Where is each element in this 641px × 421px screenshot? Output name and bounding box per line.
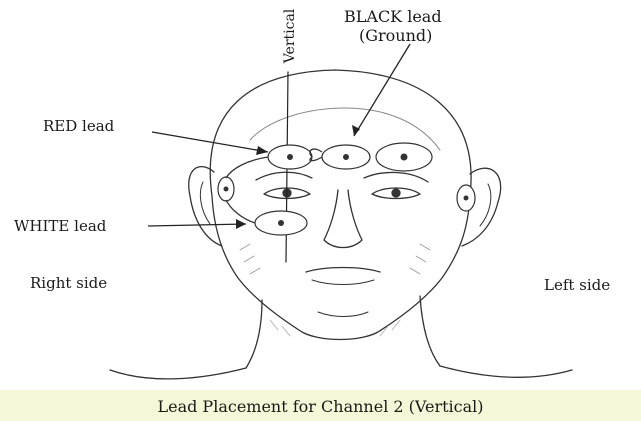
ground-label: (Ground) bbox=[359, 27, 432, 45]
white-lead-arrow bbox=[148, 224, 246, 226]
nose bbox=[324, 190, 362, 248]
left-side-label: Left side bbox=[544, 276, 610, 294]
white-lead-wire bbox=[226, 200, 255, 223]
white-lead-label: WHITE lead bbox=[14, 217, 106, 235]
black-lead-label: BLACK lead bbox=[344, 8, 442, 26]
left-eyebrow bbox=[364, 172, 428, 182]
shoulders bbox=[110, 368, 246, 379]
neck bbox=[246, 300, 262, 368]
mouth bbox=[306, 268, 380, 273]
black-lead-arrow bbox=[354, 44, 410, 136]
vertical-label: Vertical bbox=[279, 2, 301, 70]
right-side-label: Right side bbox=[30, 274, 107, 292]
head-outline bbox=[210, 70, 471, 340]
caption: Lead Placement for Channel 2 (Vertical) bbox=[0, 397, 641, 417]
right-eyebrow bbox=[256, 172, 312, 180]
red-lead-wire bbox=[226, 157, 268, 178]
right-ear bbox=[189, 167, 222, 246]
red-lead-arrow bbox=[152, 132, 268, 152]
red-lead-label: RED lead bbox=[43, 117, 114, 135]
